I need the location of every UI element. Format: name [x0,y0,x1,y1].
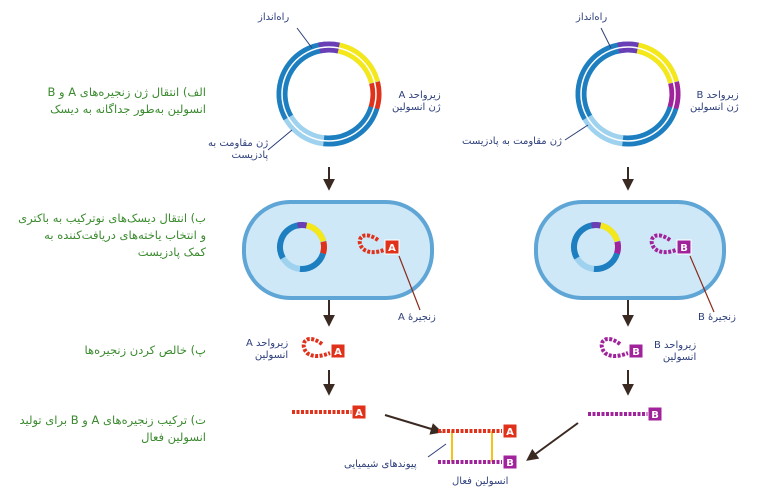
step-2-text: ب) انتقال دیسک‌های نوترکیب به باکتری و ا… [6,210,206,261]
tag-b-linear: B [651,410,659,421]
plasmid-b [575,41,681,147]
step-2-line-3: کمک پادزیست [137,245,206,259]
flow-arrows [323,167,634,461]
step-2-line-2: و انتخاب یاخته‌های دریافت‌کننده به [44,228,206,242]
plasmid-a [276,41,382,147]
subunit-a-label: زیرواحد A انسولین [246,338,288,362]
subunit-b-line-2: انسولین [662,352,697,363]
gene-b-label: زیرواحد B ژن انسولین [690,90,739,114]
resistance-gene-a-label: ژن مقاومت به پادزیست [208,138,268,162]
linear-chain-a [292,404,367,420]
subunit-a-line-1: زیرواحد A [246,338,289,349]
tag-a-purified: A [334,347,342,358]
step-4-text: ت) ترکیب زنجیره‌های A و B برای تولید انس… [6,412,206,446]
step-1-text: الف) انتقال ژن زنجیره‌های A و B انسولین … [6,84,206,118]
purified-chain-b [599,337,644,359]
step-3-text: پ) خالص کردن زنجیره‌ها [6,342,206,359]
active-insulin-label: انسولین فعال [452,476,509,487]
tag-b-purified: B [632,347,640,358]
gene-a-line-1: زیرواحد A [398,90,441,101]
step-4-line-1: ت) ترکیب زنجیره‌های A و B برای تولید [19,413,206,427]
bacterium-a [242,200,434,311]
chain-b-label: زنجیرهٔ B [698,312,736,323]
tag-b-insulin: B [506,458,514,469]
step-3-line-1: پ) خالص کردن زنجیره‌ها [84,343,206,357]
step-4-line-2: انسولین فعال [141,430,206,444]
step-1-line-2: انسولین به‌طور جداگانه به دیسک [50,102,206,116]
step-2-line-1: ب) انتقال دیسک‌های نوترکیب به باکتری [18,211,206,225]
active-insulin [427,423,518,470]
step-1-line-1: الف) انتقال ژن زنجیره‌های A و B [47,85,206,99]
resistance-gene-b-label: ژن مقاومت به پادزیست [462,136,562,147]
gene-a-label: زیرواحد A ژن انسولین [392,90,441,114]
purified-chain-a [301,337,346,359]
chemical-bonds-label: پیوندهای شیمیایی [344,459,417,470]
gene-b-line-2: ژن انسولین [690,102,739,113]
plasmid-leaders [267,27,612,151]
linear-chain-b [588,406,663,422]
promoter-b-label: راه‌انداز [576,12,608,23]
bacterium-b [534,200,726,313]
gene-a-line-2: ژن انسولین [392,102,441,113]
subunit-b-line-1: زیرواحد B [654,340,697,351]
tag-a-linear: A [355,408,363,419]
promoter-a-label: راه‌انداز [258,12,290,23]
subunit-b-label: زیرواحد B انسولین [654,340,696,364]
gene-b-line-1: زیرواحد B [696,90,739,101]
tag-a-insulin: A [506,427,514,438]
tag-b-bacterium: B [680,243,688,254]
tag-a-bacterium: A [388,243,396,254]
chain-a-label: زنجیرهٔ A [398,312,436,323]
resistance-a-line-2: پادزیست [231,150,269,161]
subunit-a-line-2: انسولین [254,350,289,361]
resistance-a-line-1: ژن مقاومت به [208,138,269,149]
